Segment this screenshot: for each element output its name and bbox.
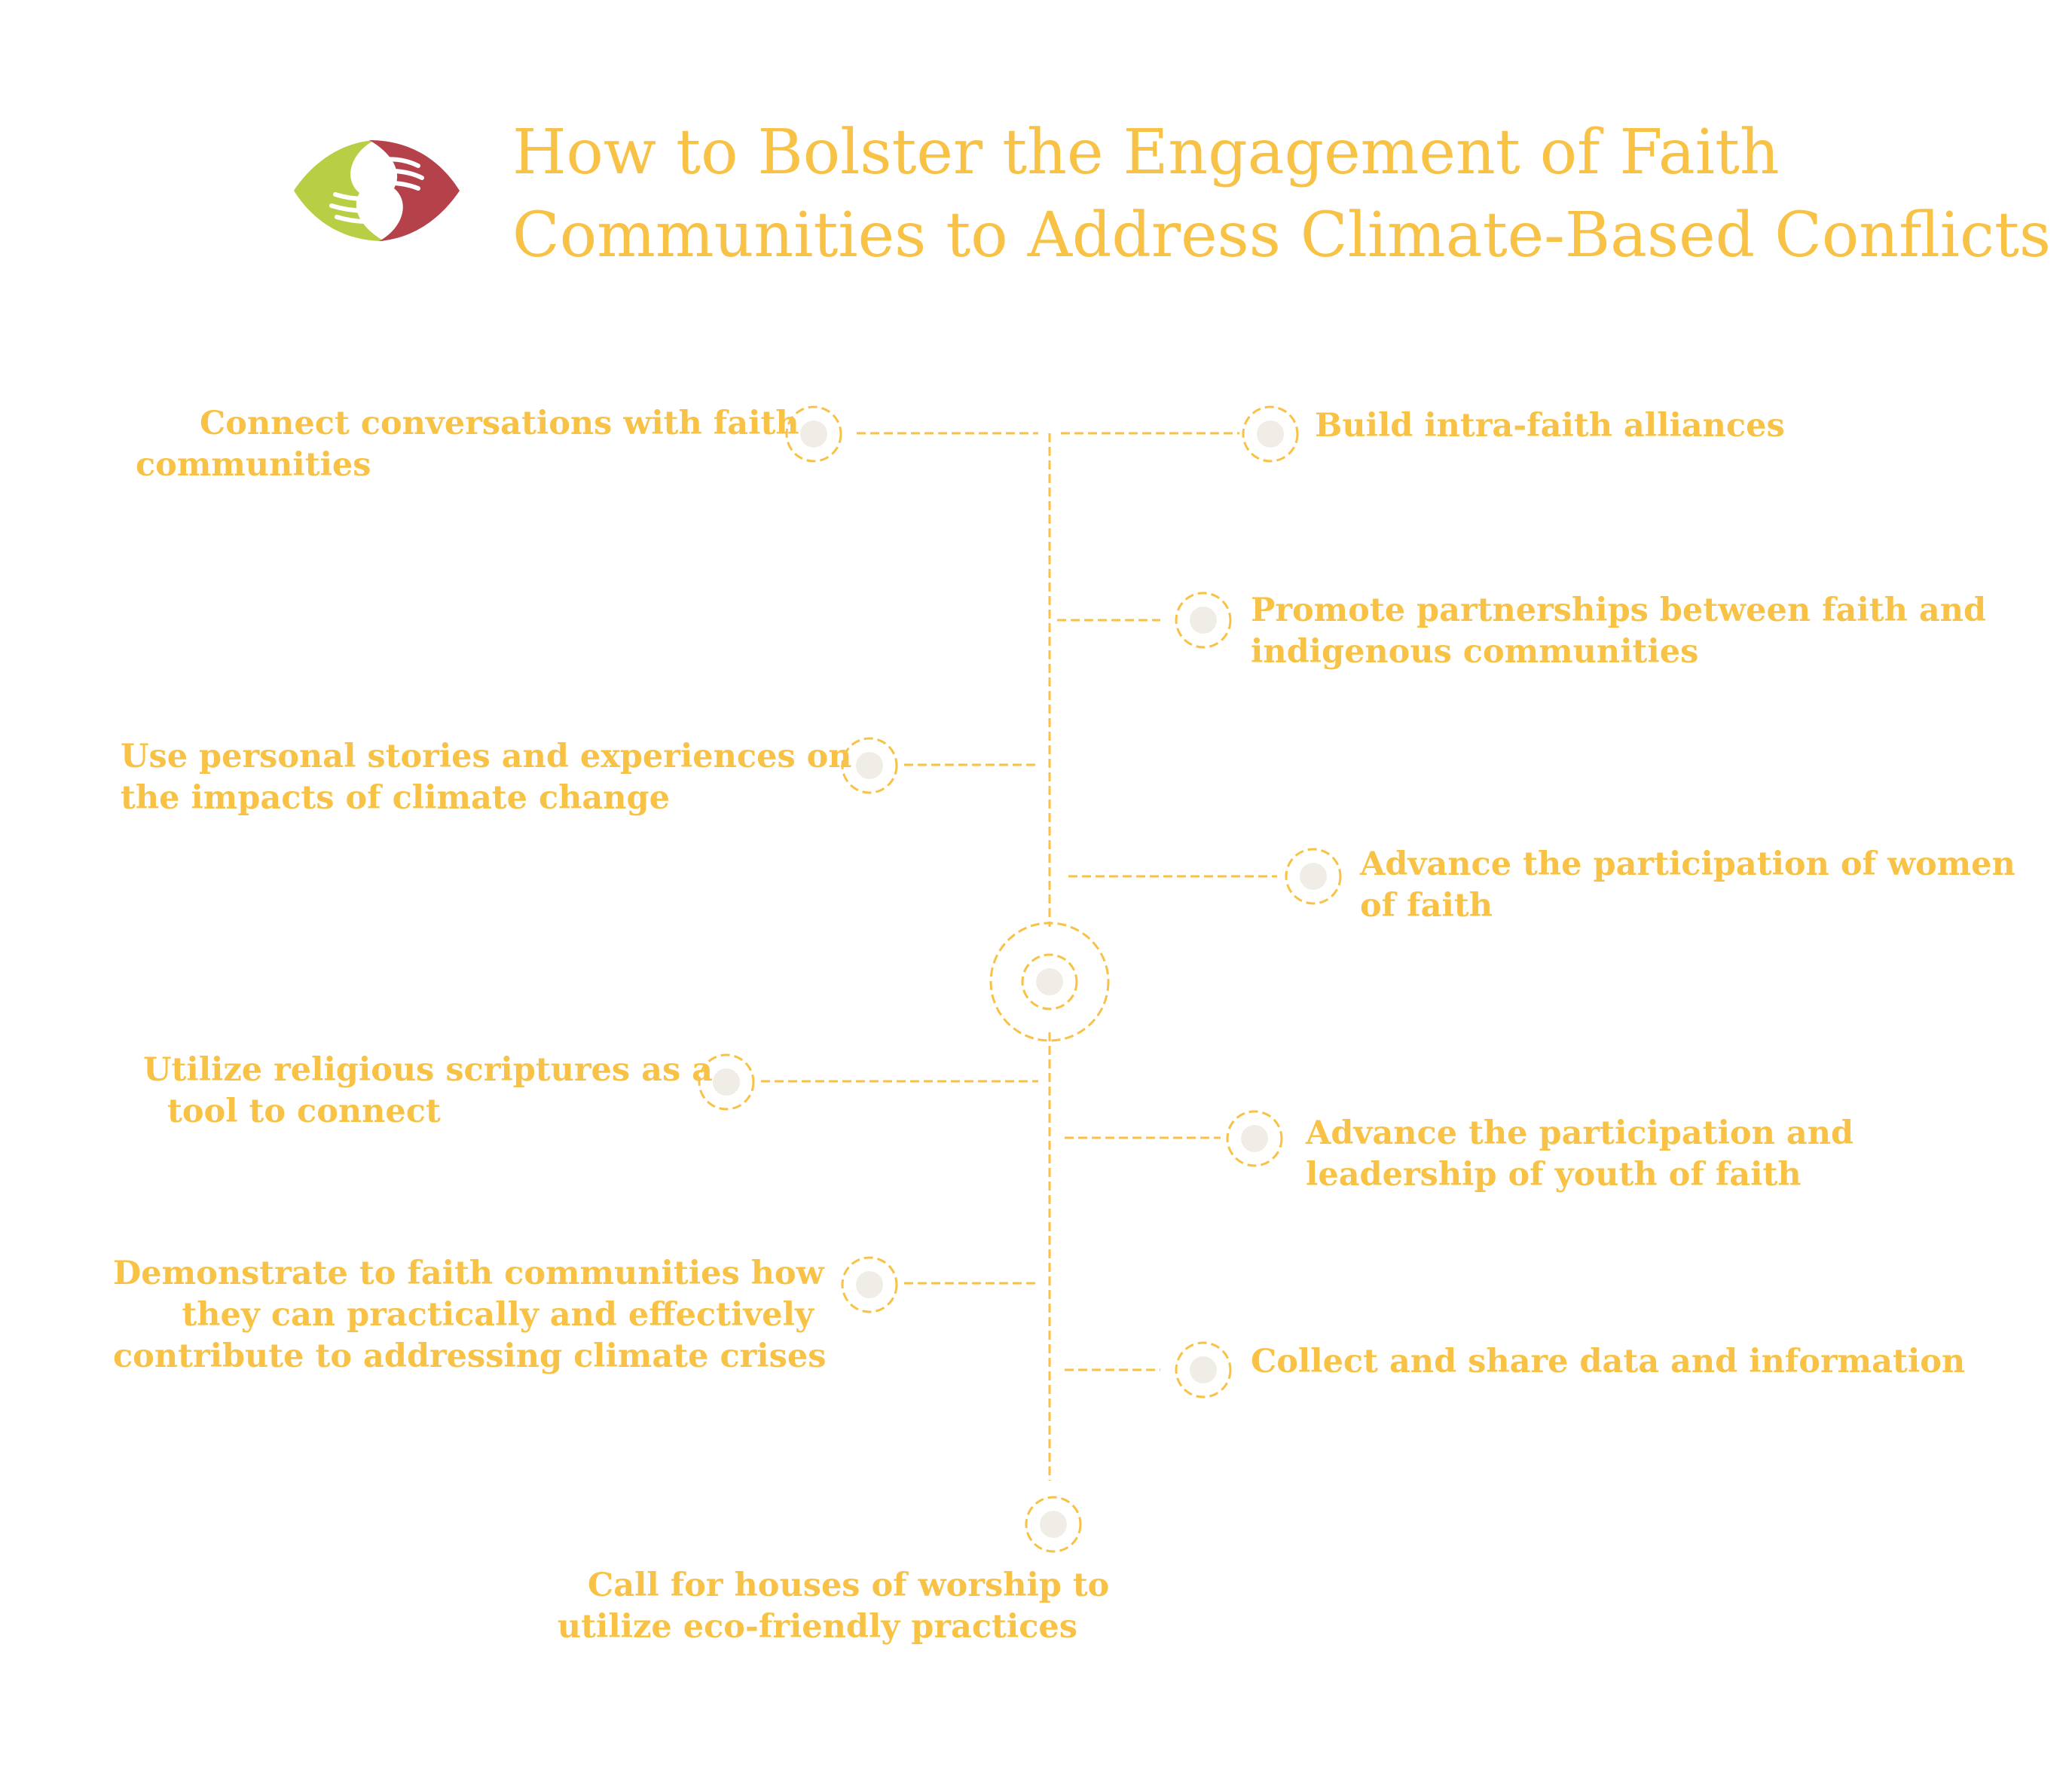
label-eco-friendly-worship: Call for houses of worship to utilize ec…	[527, 1565, 1110, 1648]
logo-left-hand	[294, 140, 384, 241]
label-line: of faith	[1360, 887, 1493, 925]
label-line: utilize eco-friendly practices	[557, 1608, 1077, 1646]
node-dot-demonstrate-practical	[856, 1271, 883, 1298]
node-ring-eco-friendly-worship	[1025, 1496, 1082, 1553]
node-dot-youth-of-faith	[1241, 1125, 1268, 1152]
label-line: Advance the participation and	[1306, 1114, 1854, 1152]
label-religious-scriptures: Utilize religious scriptures as a tool t…	[143, 1050, 713, 1133]
node-dot-data-information	[1190, 1356, 1217, 1383]
label-personal-stories: Use personal stories and experiences on …	[121, 736, 852, 819]
label-line: contribute to addressing climate crises	[113, 1337, 827, 1375]
center-hub-dot	[1036, 968, 1063, 995]
title-line-2: Communities to Address Climate-Based Con…	[512, 200, 2051, 271]
label-line: Promote partnerships between faith and	[1251, 591, 1987, 629]
label-line: Use personal stories and experiences on	[121, 738, 852, 775]
label-line: the impacts of climate change	[121, 779, 670, 817]
hands-logo-icon	[294, 140, 460, 241]
center-hub-inner-ring	[1021, 953, 1078, 1010]
node-dot-eco-friendly-worship	[1040, 1511, 1067, 1538]
label-data-information: Collect and share data and information	[1251, 1341, 1965, 1383]
label-line: Connect conversations with faith	[200, 405, 799, 442]
title-line-1: How to Bolster the Engagement of Faith	[512, 117, 1780, 188]
label-line: Demonstrate to faith communities how	[113, 1255, 824, 1292]
label-women-of-faith: Advance the participation of women of fa…	[1360, 844, 2015, 927]
label-line: Call for houses of worship to	[588, 1567, 1110, 1604]
label-line: leadership of youth of faith	[1306, 1156, 1802, 1194]
node-dot-personal-stories	[856, 752, 883, 779]
center-hub-outer-ring	[989, 922, 1110, 1042]
label-line: indigenous communities	[1251, 633, 1699, 671]
node-ring-personal-stories	[841, 737, 898, 794]
label-intra-faith-alliances: Build intra-faith alliances	[1315, 405, 1785, 447]
node-dot-connect-conversations	[800, 420, 827, 448]
label-line: Collect and share data and information	[1251, 1343, 1966, 1380]
node-ring-connect-conversations	[785, 405, 842, 463]
node-ring-intra-faith-alliances	[1242, 405, 1299, 463]
logo-right-hand	[369, 140, 460, 241]
node-ring-demonstrate-practical	[841, 1256, 898, 1313]
node-dot-intra-faith-alliances	[1257, 420, 1284, 448]
page-title: How to Bolster the Engagement of Faith C…	[512, 112, 2051, 277]
label-line: communities	[136, 446, 371, 484]
label-demonstrate-practical: Demonstrate to faith communities how the…	[113, 1253, 827, 1377]
node-ring-indigenous-partnerships	[1175, 591, 1232, 649]
label-youth-of-faith: Advance the participation and leadership…	[1306, 1113, 1853, 1196]
node-ring-youth-of-faith	[1226, 1110, 1283, 1167]
node-dot-women-of-faith	[1300, 863, 1327, 890]
label-line: Build intra-faith alliances	[1315, 407, 1785, 445]
label-line: they can practically and effectively	[182, 1296, 814, 1334]
label-connect-conversations: Connect conversations with faith communi…	[136, 403, 799, 486]
node-ring-data-information	[1175, 1341, 1232, 1398]
label-line: Utilize religious scriptures as a	[143, 1051, 713, 1089]
node-dot-indigenous-partnerships	[1190, 607, 1217, 634]
node-dot-religious-scriptures	[713, 1068, 740, 1096]
label-line: Advance the participation of women	[1360, 845, 2015, 883]
label-indigenous-partnerships: Promote partnerships between faith and i…	[1251, 590, 1986, 673]
node-ring-women-of-faith	[1285, 848, 1342, 905]
label-line: tool to connect	[167, 1093, 441, 1130]
node-ring-religious-scriptures	[698, 1053, 755, 1111]
